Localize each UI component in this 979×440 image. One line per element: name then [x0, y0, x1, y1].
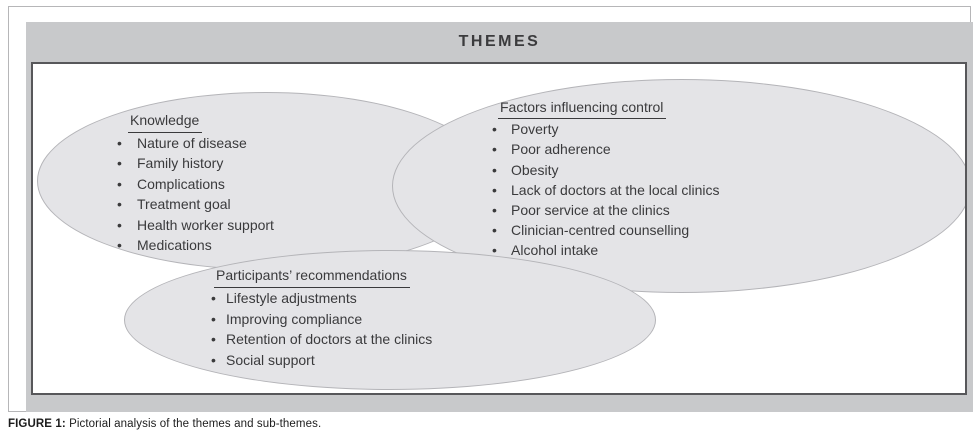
- list-item: • Poor adherence: [492, 139, 720, 159]
- list-item-label: Clinician-centred counselling: [511, 222, 690, 239]
- bullet-icon: •: [211, 352, 216, 369]
- bullet-icon: •: [492, 242, 497, 259]
- list-item: • Clinician-centred counselling: [492, 220, 720, 240]
- bullet-icon: •: [211, 310, 216, 327]
- figure-caption: FIGURE 1: Pictorial analysis of the them…: [8, 418, 321, 430]
- bullet-icon: •: [117, 134, 122, 151]
- bullet-icon: •: [117, 216, 122, 233]
- list-item: • Family history: [117, 153, 274, 174]
- list-item-label: Family history: [137, 155, 224, 171]
- list-item-label: Social support: [226, 352, 315, 369]
- bullet-icon: •: [492, 161, 497, 178]
- list-item: • Treatment goal: [117, 194, 274, 215]
- list-item: • Social support: [211, 350, 432, 371]
- bullet-icon: •: [117, 196, 122, 212]
- list-item: • Alcohol intake: [492, 240, 720, 260]
- figure-caption-label: FIGURE 1:: [8, 418, 66, 430]
- list-item: • Nature of disease: [117, 133, 274, 154]
- list-item-label: Lack of doctors at the local clinics: [511, 181, 720, 198]
- list-item: • Obesity: [492, 160, 720, 180]
- list-item-label: Medications: [137, 237, 212, 253]
- list-item-label: Improving compliance: [226, 310, 363, 327]
- bullet-icon: •: [492, 202, 497, 219]
- themes-title: THEMES: [458, 33, 541, 50]
- themes-title-bar: THEMES: [26, 22, 973, 62]
- bullet-icon: •: [492, 181, 497, 198]
- bullet-icon: •: [117, 155, 122, 171]
- figure-outer-frame: THEMES Knowledge • Nature of disease • Fam…: [8, 6, 973, 412]
- list-item-label: Lifestyle adjustments: [226, 289, 357, 306]
- theme-participants-header: Participants’ recommendations: [214, 265, 432, 288]
- list-item-label: Complications: [137, 175, 225, 192]
- theme-factors-header: Factors influencing control: [498, 97, 720, 120]
- bullet-icon: •: [117, 237, 122, 253]
- list-item-label: Poor adherence: [511, 141, 611, 158]
- list-item: • Medications: [117, 235, 274, 256]
- list-item: • Health worker support: [117, 215, 274, 236]
- list-item-label: Alcohol intake: [511, 242, 599, 259]
- list-item: • Retention of doctors at the clinics: [211, 329, 432, 350]
- list-item: • Improving compliance: [211, 309, 432, 330]
- bullet-icon: •: [211, 331, 216, 348]
- list-item: • Lack of doctors at the local clinics: [492, 180, 720, 200]
- list-item-label: Obesity: [511, 161, 559, 178]
- list-item-label: Health worker support: [137, 216, 274, 233]
- list-item-label: Retention of doctors at the clinics: [226, 331, 433, 348]
- list-item-label: Treatment goal: [137, 196, 231, 212]
- bullet-icon: •: [492, 121, 497, 138]
- theme-factors: Factors influencing control • Poverty • Po…: [492, 97, 720, 261]
- participants-ellipse: [124, 250, 656, 390]
- bullet-icon: •: [492, 222, 497, 239]
- list-item: • Poverty: [492, 119, 720, 139]
- list-item-label: Nature of disease: [137, 134, 247, 151]
- list-item: • Poor service at the clinics: [492, 200, 720, 220]
- bullet-icon: •: [492, 141, 497, 158]
- diagram-canvas: Knowledge • Nature of disease • Family his…: [31, 62, 967, 395]
- list-item: • Lifestyle adjustments: [211, 288, 432, 309]
- theme-knowledge: Knowledge • Nature of disease • Family his…: [117, 110, 274, 256]
- list-item-label: Poverty: [511, 121, 559, 138]
- theme-knowledge-header: Knowledge: [128, 110, 274, 133]
- bullet-icon: •: [117, 175, 122, 192]
- figure-caption-text: Pictorial analysis of the themes and sub…: [69, 418, 322, 430]
- theme-participants: Participants’ recommendations • Lifestyle…: [211, 265, 432, 371]
- list-item-label: Poor service at the clinics: [511, 202, 670, 219]
- list-item: • Complications: [117, 174, 274, 195]
- bullet-icon: •: [211, 289, 216, 306]
